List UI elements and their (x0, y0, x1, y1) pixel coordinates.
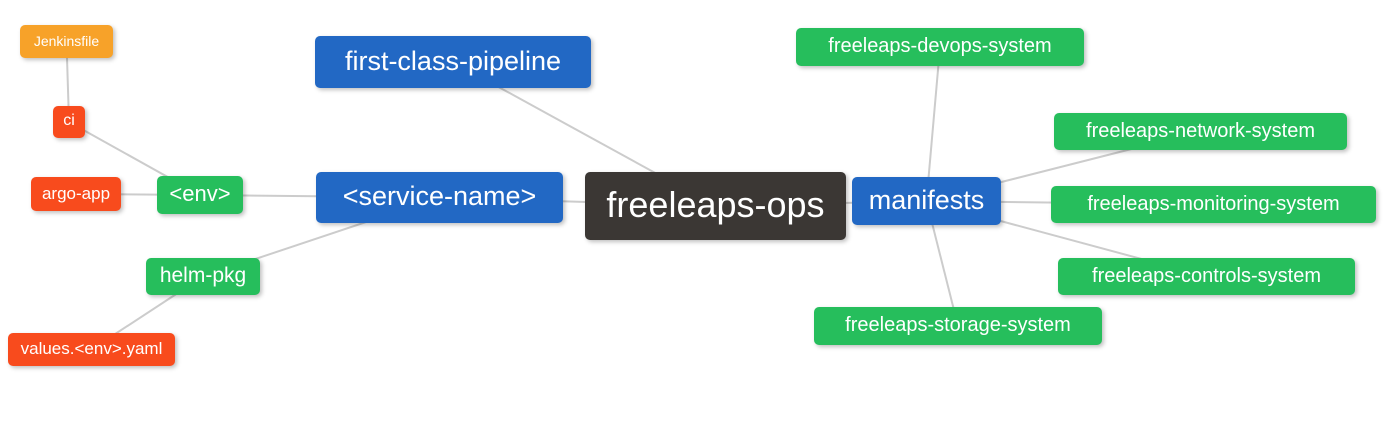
node-freeleaps-network-system[interactable]: freeleaps-network-system (1054, 113, 1347, 150)
node-freeleaps-ops[interactable]: freeleaps-ops (585, 172, 846, 240)
node-label: values.<env>.yaml (20, 339, 163, 358)
node-label: <env> (169, 181, 231, 206)
node-freeleaps-controls-system[interactable]: freeleaps-controls-system (1058, 258, 1355, 295)
node-first-class-pipeline[interactable]: first-class-pipeline (315, 36, 591, 88)
node-ci[interactable]: ci (53, 106, 85, 138)
node-freeleaps-storage-system[interactable]: freeleaps-storage-system (814, 307, 1102, 345)
node-label: freeleaps-monitoring-system (1087, 192, 1340, 215)
edge-manifests--freeleaps-devops-system (925, 46, 941, 202)
node-label: freeleaps-controls-system (1092, 264, 1321, 287)
node-label: first-class-pipeline (344, 45, 562, 76)
node-manifests[interactable]: manifests (852, 177, 1001, 225)
node-label: argo-app (41, 183, 111, 203)
node-label: ci (63, 112, 75, 129)
node-label: freeleaps-network-system (1086, 119, 1315, 142)
node-label: freeleaps-ops (606, 184, 825, 225)
node-service-name[interactable]: <service-name> (316, 172, 563, 223)
node-label: manifests (868, 184, 985, 215)
node-env[interactable]: <env> (157, 176, 243, 214)
node-argo-app[interactable]: argo-app (31, 177, 121, 211)
node-values-env-yaml[interactable]: values.<env>.yaml (8, 333, 175, 366)
node-freeleaps-monitoring-system[interactable]: freeleaps-monitoring-system (1051, 186, 1376, 223)
node-helm-pkg[interactable]: helm-pkg (146, 258, 260, 295)
node-label: helm-pkg (159, 264, 247, 287)
node-label: Jenkinsfile (33, 32, 100, 49)
node-label: <service-name> (342, 181, 537, 211)
node-freeleaps-devops-system[interactable]: freeleaps-devops-system (796, 28, 1084, 66)
node-jenkinsfile[interactable]: Jenkinsfile (20, 25, 113, 58)
node-label: freeleaps-storage-system (845, 314, 1071, 336)
node-label: freeleaps-devops-system (828, 35, 1052, 57)
